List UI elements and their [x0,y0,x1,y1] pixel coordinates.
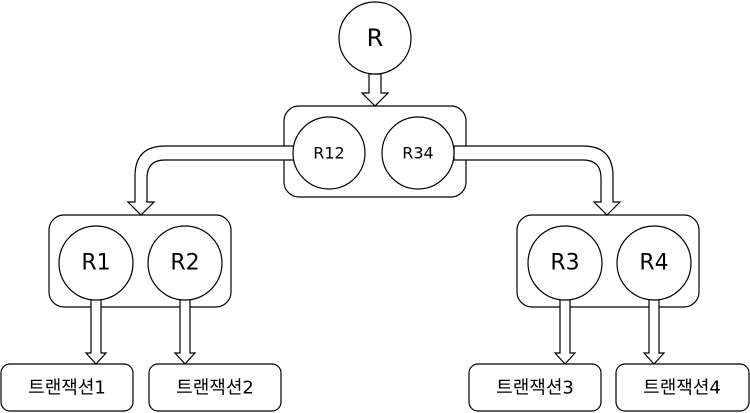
arrow-root-to-r12r34 [360,73,390,107]
node-r-label: R [367,24,384,52]
node-r4-label: R4 [639,251,668,276]
arrow-r2-to-transaction2 [173,298,197,365]
transaction-box-3 [468,363,602,412]
transaction-box-1 [0,363,134,412]
node-r1-label: R1 [81,251,110,276]
node-r34-label: R34 [402,144,433,163]
node-r2 [147,225,223,301]
node-r12-label: R12 [313,144,344,163]
arrow-r4-to-transaction4 [642,298,666,365]
node-r4 [616,225,692,301]
transaction-4-label: 트랜잭션4 [643,378,721,399]
transaction-2-label: 트랜잭션2 [176,378,254,399]
transaction-1-label: 트랜잭션1 [28,378,106,399]
node-r2-label: R2 [170,251,199,276]
transaction-3-label: 트랜잭션3 [496,378,574,399]
node-r34 [381,116,455,190]
arrow-r1-to-transaction1 [84,298,108,365]
arrow-r12-to-left-group [126,145,295,216]
transaction-box-4 [615,363,750,412]
node-r3 [527,225,603,301]
arrow-r3-to-transaction3 [553,298,577,365]
node-r [338,1,412,75]
node-r12 [292,116,366,190]
transaction-box-2 [148,363,282,412]
node-r1 [58,225,134,301]
node-r3-label: R3 [550,251,579,276]
arrow-r34-to-right-group [453,145,622,216]
